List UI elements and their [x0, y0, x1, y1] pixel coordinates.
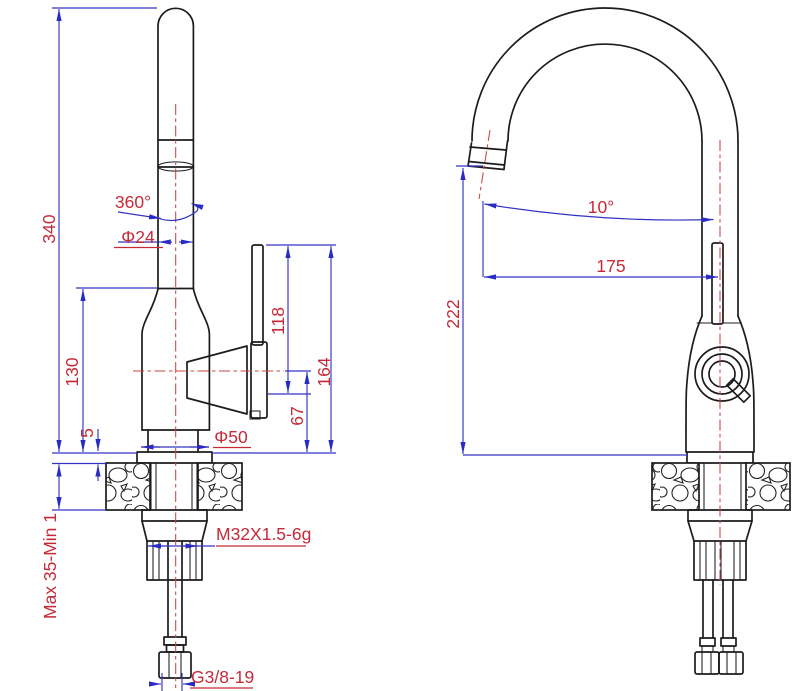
hose-neck-left	[701, 645, 714, 653]
handle-cap-step	[249, 410, 261, 420]
front-counter-left-slab	[651, 462, 700, 511]
dim-164-label: 164	[314, 357, 334, 386]
shank-taper	[141, 520, 208, 542]
pipe-collar-2	[165, 644, 185, 653]
swivel-rotation-arc	[152, 202, 204, 222]
hose-collar-right	[720, 637, 737, 647]
dim-deck-range-label: Max 35-Min 1	[40, 513, 60, 619]
outlet-tilted-centerline	[478, 129, 491, 200]
gooseneck-inner-arc	[507, 43, 703, 142]
front-lever-rod	[711, 242, 724, 325]
gooseneck-outer-arc	[471, 7, 739, 142]
dimension-labels: 340 130 5 Max 35-Min 1 118 164 67 222 36…	[39, 192, 626, 687]
front-through-deck-shank	[703, 462, 742, 511]
logo-inner-circle	[708, 360, 736, 388]
base-diameter-label: Φ50	[214, 427, 248, 447]
inlet-hex-facets	[168, 651, 182, 679]
spout-column	[157, 7, 195, 290]
countertop-left-slab	[105, 462, 151, 511]
spout-reach-label: 175	[596, 256, 625, 276]
swivel-angle-label: 360°	[115, 192, 151, 212]
supply-hoses	[702, 579, 734, 639]
centerlines	[133, 104, 721, 688]
fixing-nut	[146, 540, 203, 581]
front-view	[467, 7, 791, 675]
dim-g38-ext	[161, 673, 183, 691]
inlet-hex-nut	[158, 651, 192, 679]
spout-diameter-label: Φ24	[121, 227, 155, 247]
front-body-right	[737, 315, 755, 453]
front-view-dimensions	[456, 165, 718, 456]
logo-outer-circle	[694, 346, 750, 402]
gooseneck-column	[701, 140, 739, 317]
front-counter-right-slab	[745, 462, 791, 511]
base-neck	[147, 429, 199, 453]
hose-hex-nut-left	[694, 651, 720, 675]
handle-lever	[251, 244, 264, 346]
dim-5-label: 5	[77, 428, 97, 438]
dim-118-label: 118	[268, 307, 288, 335]
dim-222-label: 222	[443, 299, 463, 328]
logo-mid-circle	[701, 353, 743, 395]
front-shank-taper	[687, 520, 753, 542]
handle-mount	[186, 345, 248, 415]
mounting-thread-label: M32X1.5-6g	[216, 524, 311, 544]
dim-10deg-arc	[484, 203, 714, 223]
dim-340-label: 340	[39, 214, 59, 243]
front-fixing-knurl	[699, 540, 741, 581]
body-cone-right	[192, 288, 211, 431]
hose-hex-nut-right	[718, 651, 744, 675]
hose-hex-facets	[701, 651, 737, 675]
swivel-leader	[117, 211, 162, 220]
pipe-collar-1	[163, 636, 187, 646]
handle-cap-disc	[250, 341, 268, 419]
front-body-left	[685, 315, 703, 453]
base-flange	[136, 451, 213, 464]
side-view-dimensions	[52, 7, 336, 691]
side-view	[105, 7, 268, 679]
body-cone-left	[141, 288, 159, 431]
countertop-right-slab	[197, 462, 243, 511]
hose-collar-left	[699, 637, 716, 647]
under-flange	[141, 509, 208, 522]
fixing-nut-knurl	[152, 540, 197, 581]
aerator-joint-line	[469, 146, 507, 151]
outlet-tilt-label: 10°	[588, 197, 614, 217]
logo-q-tail	[725, 377, 752, 404]
dim-67-label: 67	[287, 406, 307, 425]
dim-130-label: 130	[62, 357, 82, 386]
inlet-pipe	[167, 540, 183, 638]
hose-neck-right	[722, 645, 735, 653]
through-deck-shank	[150, 462, 198, 511]
outlet-end	[467, 160, 506, 171]
inlet-thread-label: G3/8-19	[191, 667, 254, 687]
